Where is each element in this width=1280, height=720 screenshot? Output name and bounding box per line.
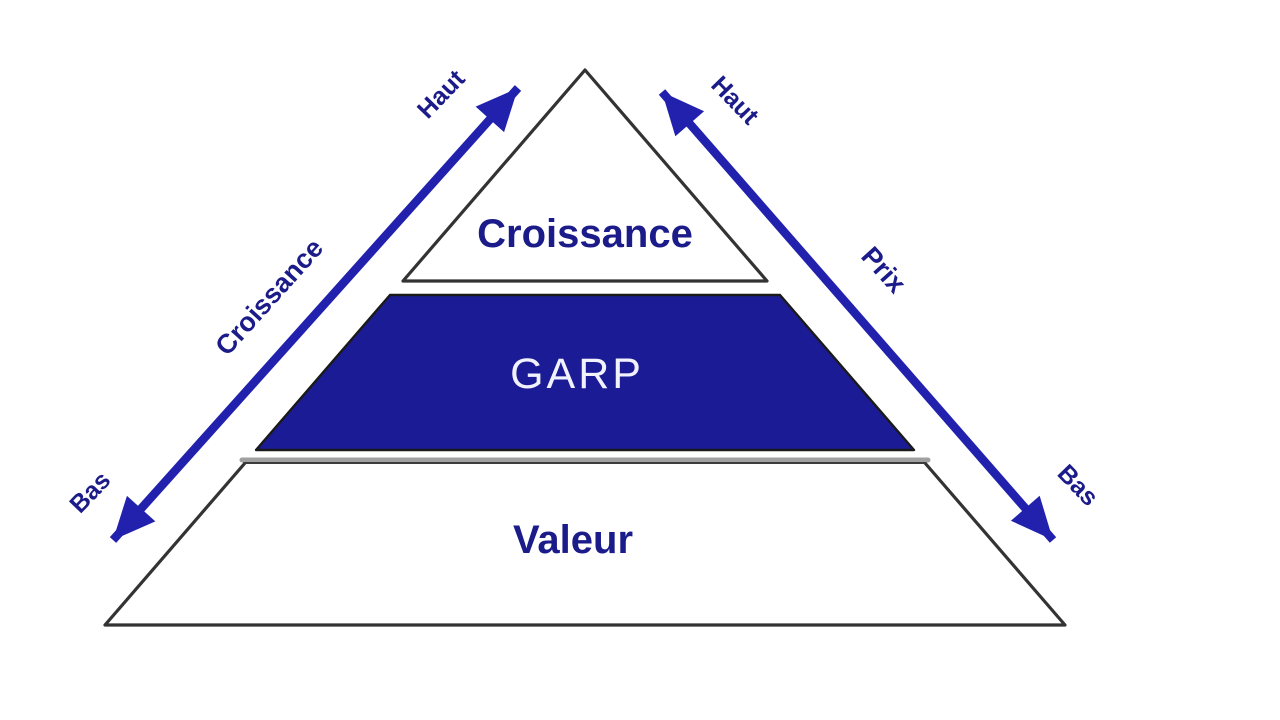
left-axis-haut-label: Haut — [412, 64, 471, 124]
right-axis-arrow — [658, 89, 1057, 543]
left-axis-name-label: Croissance — [209, 233, 329, 361]
right-axis-bas-label: Bas — [1052, 459, 1104, 511]
left-axis-bas-label: Bas — [64, 466, 116, 518]
left-axis-arrow — [109, 85, 522, 543]
level-valeur-label: Valeur — [513, 518, 633, 562]
level-croissance-label: Croissance — [477, 212, 693, 256]
right-axis-name-label: Prix — [855, 241, 911, 299]
right-axis-haut-label: Haut — [705, 71, 764, 131]
level-garp-label: GARP — [510, 350, 644, 398]
